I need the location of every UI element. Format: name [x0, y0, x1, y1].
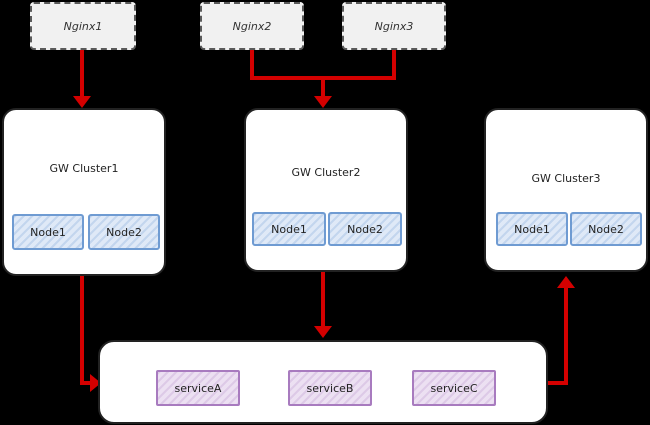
- arrow-nginx2-nginx3-join: [250, 50, 396, 80]
- nginx2-label: Nginx2: [232, 19, 272, 33]
- cluster3-node1: Node1: [496, 212, 568, 246]
- cluster3-node2: Node2: [570, 212, 642, 246]
- arrow-services-cluster3: [548, 286, 568, 385]
- service-b: serviceB: [288, 370, 372, 406]
- nginx3-label: Nginx3: [374, 19, 414, 33]
- nginx1-box: Nginx1: [30, 2, 136, 50]
- cluster1-node1: Node1: [12, 214, 84, 250]
- cluster2-title: GW Cluster2: [291, 166, 361, 179]
- nginx2-box: Nginx2: [200, 2, 304, 50]
- gw-cluster1: GW Cluster1 Node1 Node2: [2, 108, 166, 276]
- service-a: serviceA: [156, 370, 240, 406]
- gw-cluster3: GW Cluster3 Node1 Node2: [484, 108, 648, 272]
- cluster2-node2: Node2: [328, 212, 402, 246]
- gw-cluster2: GW Cluster2 Node1 Node2: [244, 108, 408, 272]
- services-container: serviceA serviceB serviceC: [98, 340, 548, 424]
- service-c: serviceC: [412, 370, 496, 406]
- arrowhead-services-left: [90, 374, 101, 392]
- nginx1-label: Nginx1: [63, 19, 103, 33]
- arrow-cluster1-services: [80, 276, 92, 385]
- cluster2-node1: Node1: [252, 212, 326, 246]
- cluster1-node2: Node2: [88, 214, 160, 250]
- nginx3-box: Nginx3: [342, 2, 446, 50]
- cluster3-title: GW Cluster3: [531, 172, 601, 185]
- cluster1-title: GW Cluster1: [49, 162, 119, 175]
- arrowhead-services-top: [314, 326, 332, 338]
- arrowhead-cluster3: [557, 276, 575, 288]
- arrowhead-cluster2: [314, 96, 332, 108]
- arrowhead-cluster1: [73, 96, 91, 108]
